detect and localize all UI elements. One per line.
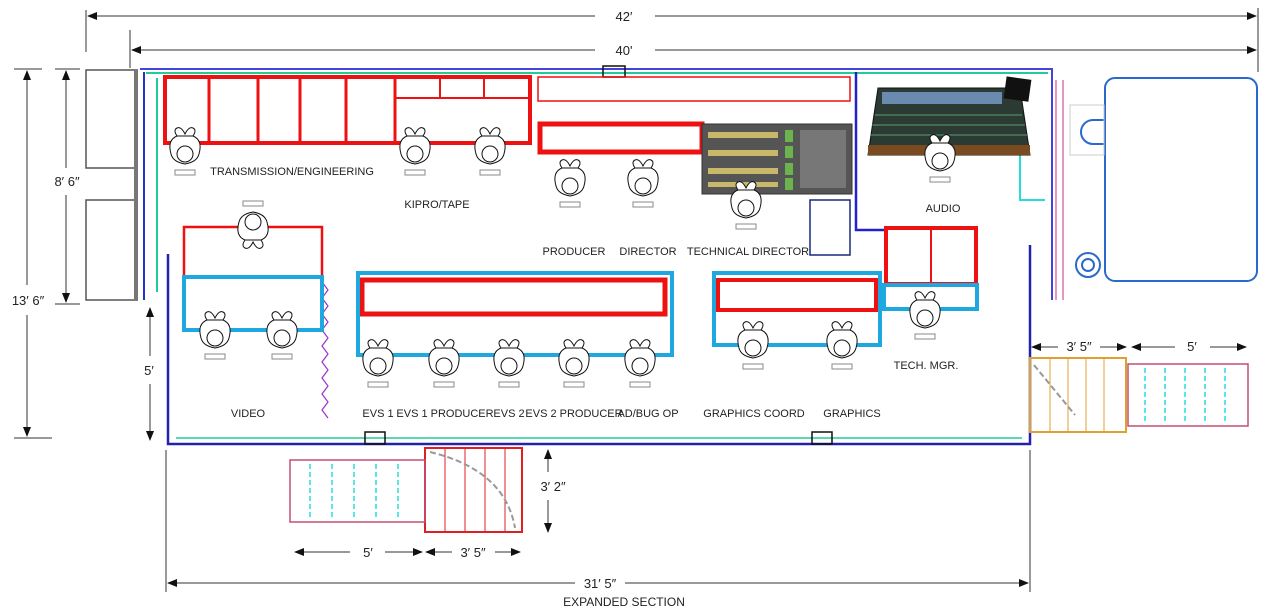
label-video: VIDEO (231, 408, 266, 420)
dim-width-front: 8′ 6″ (54, 174, 80, 189)
chair-icon (237, 200, 269, 249)
label-producer: PRODUCER (543, 246, 606, 258)
chair-icon (169, 127, 201, 176)
dim-right-stair-landing: 3′ 5″ (1066, 339, 1092, 354)
chair-icon (826, 321, 858, 370)
equipment-cabinet (809, 199, 851, 256)
label-director: DIRECTOR (619, 246, 676, 258)
label-graphics-coord: GRAPHICS COORD (703, 408, 805, 420)
chair-icon (730, 181, 762, 230)
dim-interior-length: 40' (616, 43, 633, 58)
chair-icon (737, 321, 769, 370)
production-switcher (701, 123, 853, 195)
graphics-console (716, 278, 878, 312)
chair-icon (199, 311, 231, 360)
dim-bottom-stair-depth: 3′ 2″ (540, 479, 566, 494)
label-evs2: EVS 2 (493, 408, 524, 420)
dim-right-stair-run: 5′ (1187, 339, 1197, 354)
chair-icon (627, 159, 659, 208)
bottom-stairs (289, 447, 523, 533)
trailer-walls (140, 65, 1064, 446)
label-tech-mgr: TECH. MGR. (894, 360, 959, 372)
evs-console (359, 277, 668, 317)
dim-expanded-length: 31′ 5″ (584, 576, 617, 591)
chair-icon (474, 127, 506, 176)
chair-icon (362, 339, 394, 388)
side-entry (1069, 77, 1258, 282)
video-desk (182, 275, 324, 332)
chair-icon (428, 339, 460, 388)
dimension-labels: 42′ 40' 8′ 6″ 13′ 6″ 5′ 3′ 5″ 5′ 3′ 2″ 5… (12, 6, 1197, 609)
chair-icon (493, 339, 525, 388)
graphics-desk (712, 271, 882, 347)
producer-director-desk (537, 121, 705, 155)
chairs (169, 127, 956, 388)
chair-icon (558, 339, 590, 388)
chair-icon (399, 127, 431, 176)
label-evs1-producer: EVS 1 PRODUCER (396, 408, 493, 420)
producer-monitor-rack (537, 76, 851, 102)
chair-icon (909, 291, 941, 340)
dim-width-total: 13′ 6″ (12, 293, 45, 308)
label-evs2-producer: EVS 2 PRODUCER (525, 408, 622, 420)
position-labels: TRANSMISSION/ENGINEERING KIPRO/TAPE PROD… (210, 166, 961, 420)
cab-outline (85, 69, 138, 301)
label-graphics: GRAPHICS (823, 408, 880, 420)
dim-overall-length: 42′ (616, 9, 633, 24)
chair-icon (266, 311, 298, 360)
chair-icon (924, 134, 956, 183)
label-kipro: KIPRO/TAPE (404, 199, 469, 211)
dim-expansion-depth: 5′ (144, 363, 154, 378)
label-evs1: EVS 1 (362, 408, 393, 420)
desks (182, 271, 979, 357)
audio-mixing-console (867, 76, 1032, 156)
right-stairs (1029, 357, 1249, 433)
chair-icon (624, 339, 656, 388)
dimension-lines (14, 8, 1259, 592)
label-audio: AUDIO (926, 203, 961, 215)
label-adbug: AD/BUG OP (617, 408, 678, 420)
expanded-section-caption: EXPANDED SECTION (563, 595, 685, 609)
dim-bottom-stair-landing: 3′ 5″ (460, 545, 486, 560)
chair-icon (554, 159, 586, 208)
dim-bottom-stair-run: 5′ (363, 545, 373, 560)
label-technical-director: TECHNICAL DIRECTOR (687, 246, 809, 258)
label-transmission: TRANSMISSION/ENGINEERING (210, 166, 374, 178)
